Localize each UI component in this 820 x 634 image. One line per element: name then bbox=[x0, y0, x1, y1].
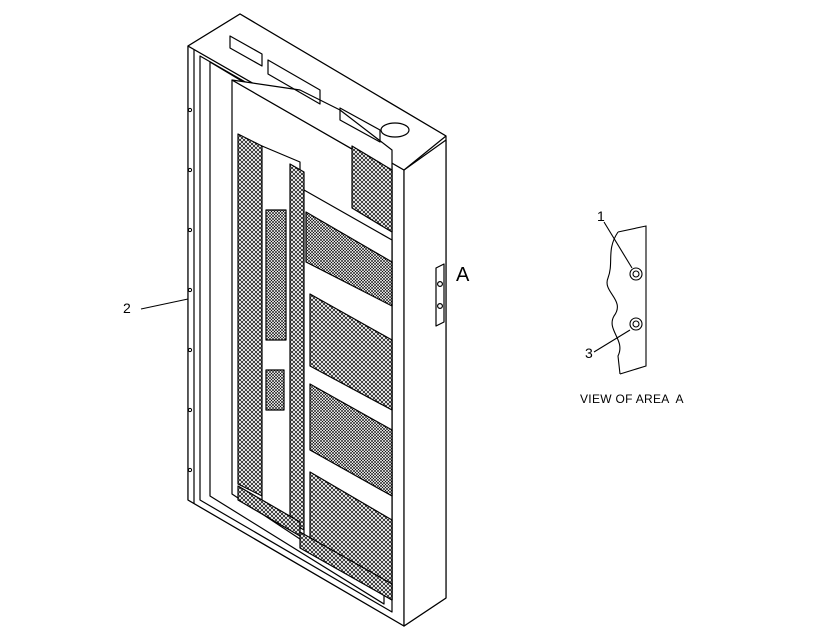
callout-1: 1 bbox=[597, 208, 605, 224]
area-a-label: A bbox=[456, 264, 470, 286]
callout-2: 2 bbox=[123, 300, 131, 316]
cabinet-assembly-icon bbox=[187, 13, 447, 627]
callout-3: 3 bbox=[585, 345, 593, 361]
bolt-detail-icon bbox=[593, 221, 647, 375]
view-caption: VIEW OF AREA A bbox=[580, 392, 684, 406]
callout-2-leader bbox=[140, 298, 189, 310]
